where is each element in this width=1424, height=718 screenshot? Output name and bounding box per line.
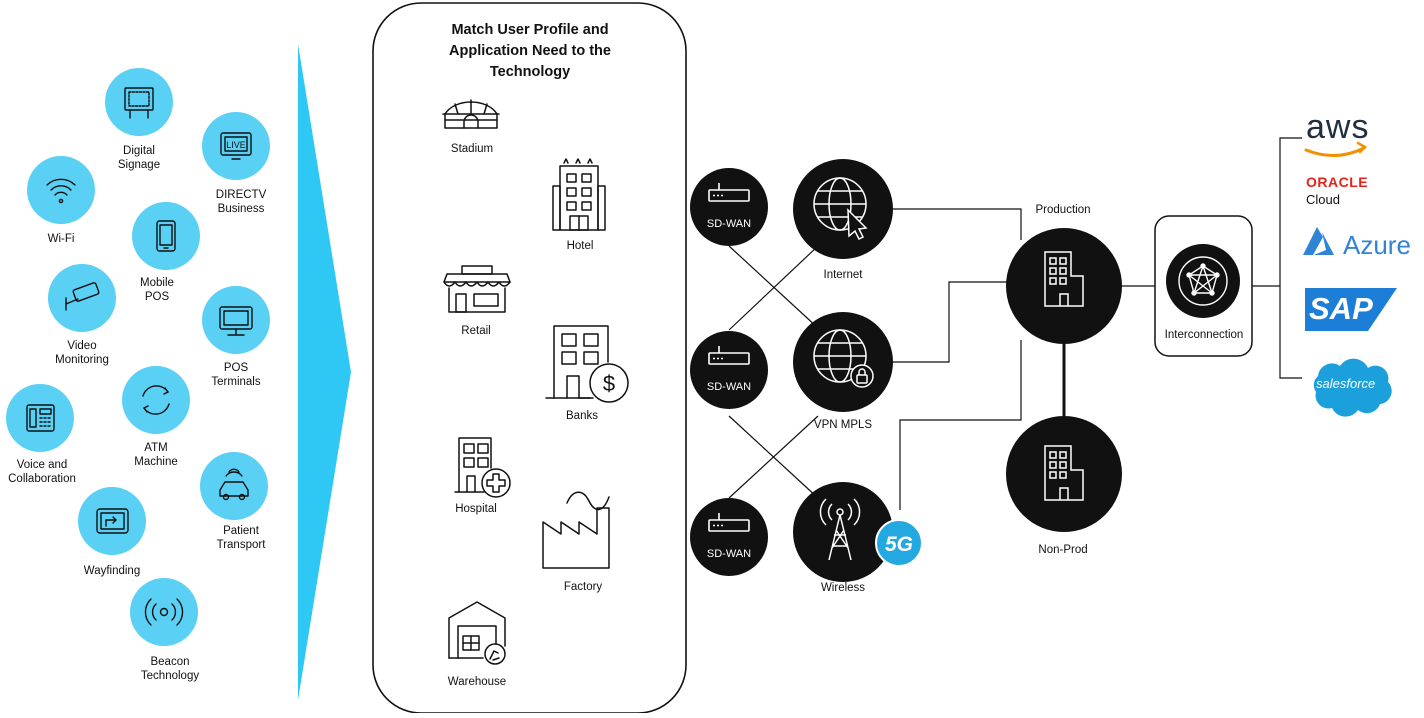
use-case-label: Wayfinding [83, 565, 141, 577]
security-camera-icon [65, 282, 100, 311]
store-icon [443, 265, 511, 313]
azure-logo[interactable]: Azure [1343, 230, 1411, 260]
5g-badge-text: 5G [885, 533, 913, 556]
wifi-icon [46, 178, 76, 204]
vpn-mpls-label: VPN MPLS [813, 419, 873, 431]
interconnection-box [1154, 215, 1253, 357]
salesforce-cloud-shape [1313, 358, 1392, 417]
beacon-icon [144, 598, 184, 626]
router-icon [708, 513, 750, 532]
warehouse-icon [448, 601, 506, 665]
internet-node [793, 159, 893, 259]
use-case-label: Video Monitoring [55, 340, 109, 366]
wifi-circle [27, 156, 95, 224]
aws-arrow [1356, 141, 1368, 154]
hotel-icon [552, 158, 606, 231]
vertical-label: Factory [563, 581, 603, 593]
sdwan-node-1 [690, 168, 768, 246]
use-case-label: ATM Machine [134, 442, 178, 468]
bank-icon [545, 325, 629, 403]
hospital-icon [454, 437, 511, 498]
sap-logo[interactable]: SAP [1309, 291, 1373, 326]
oracle-logo[interactable]: ORACLE [1306, 174, 1369, 190]
globe-lock-icon [813, 329, 874, 388]
vpn-mpls-node [793, 312, 893, 412]
sdwan-label-1: SD-WAN [707, 218, 751, 230]
production-label: Production [1035, 204, 1091, 216]
connected-car-icon [219, 468, 249, 501]
bank-dollar-symbol: $ [603, 371, 615, 396]
sdwan-label-3: SD-WAN [707, 548, 751, 560]
salesforce-logo[interactable]: salesforce [1316, 376, 1376, 391]
monitor-icon [219, 306, 253, 336]
cell-tower-icon [819, 498, 861, 561]
beacon-circle [130, 578, 198, 646]
vertical-label: Stadium [450, 143, 494, 155]
vertical-label: Hotel [566, 240, 594, 252]
vertical-label: Retail [461, 325, 491, 337]
nonprod-node [1006, 416, 1122, 532]
atm-circle [122, 366, 190, 434]
vertical-label: Hospital [455, 503, 497, 515]
use-case-label: Beacon Technology [140, 656, 200, 682]
wayfinding-circle [78, 487, 146, 555]
use-case-label: Wi-Fi [47, 233, 75, 245]
use-case-label: Digital Signage [117, 145, 161, 171]
video-monitoring-circle [48, 264, 116, 332]
patient-transport-circle [200, 452, 268, 520]
panel-title: Match User Profile and Application Need … [449, 22, 611, 80]
flow-arrow [298, 44, 351, 700]
building-icons [1044, 251, 1084, 501]
sdwan-node-2 [690, 331, 768, 409]
azure-logo-icon [1303, 227, 1334, 255]
production-node [1006, 228, 1122, 344]
internet-label: Internet [823, 269, 863, 281]
interconnection-label: Interconnection [1164, 329, 1244, 341]
interconnection-node [1166, 244, 1240, 318]
router-icon [708, 346, 750, 365]
wireless-label: Wireless [820, 582, 866, 594]
aws-logo[interactable]: aws [1306, 108, 1370, 146]
router-icon [708, 183, 750, 202]
stadium-icon [442, 99, 500, 129]
sap-logo-shape [1305, 288, 1397, 331]
dollar-cycle-icon [142, 385, 170, 415]
sdwan-label-2: SD-WAN [707, 381, 751, 393]
pos-terminals-circle [202, 286, 270, 354]
network-links [728, 137, 1302, 510]
directv-circle [202, 112, 270, 180]
use-case-label: DIRECTV Business [215, 189, 267, 215]
building-icon [1044, 445, 1084, 501]
aws-smile [1304, 146, 1366, 157]
verticals-panel [372, 2, 687, 714]
vertical-label: Banks [566, 410, 598, 422]
use-case-label: Voice and Collaboration [8, 459, 76, 485]
oracle-cloud-label: Cloud [1306, 192, 1340, 207]
building-icon [1044, 251, 1084, 307]
use-case-label: Mobile POS [140, 277, 174, 303]
live-badge-text: LIVE [226, 140, 246, 150]
use-case-label: POS Terminals [211, 362, 261, 388]
router-icons [708, 183, 750, 532]
mobile-phone-icon [156, 220, 176, 252]
globe-cursor-icon [813, 177, 868, 241]
direction-sign-icon [96, 508, 129, 534]
mobile-pos-circle [132, 202, 200, 270]
digital-signage-icon [124, 87, 154, 119]
nonprod-label: Non-Prod [1038, 544, 1088, 556]
tv-live-icon [220, 132, 252, 160]
mesh-globe-icon [1178, 256, 1228, 306]
desk-phone-icon [26, 404, 55, 432]
use-case-label: Patient Transport [216, 525, 266, 551]
sdwan-node-3 [690, 498, 768, 576]
vertical-label: Warehouse [447, 676, 507, 688]
5g-badge [875, 519, 923, 567]
digital-signage-circle [105, 68, 173, 136]
factory-icon [542, 491, 610, 569]
